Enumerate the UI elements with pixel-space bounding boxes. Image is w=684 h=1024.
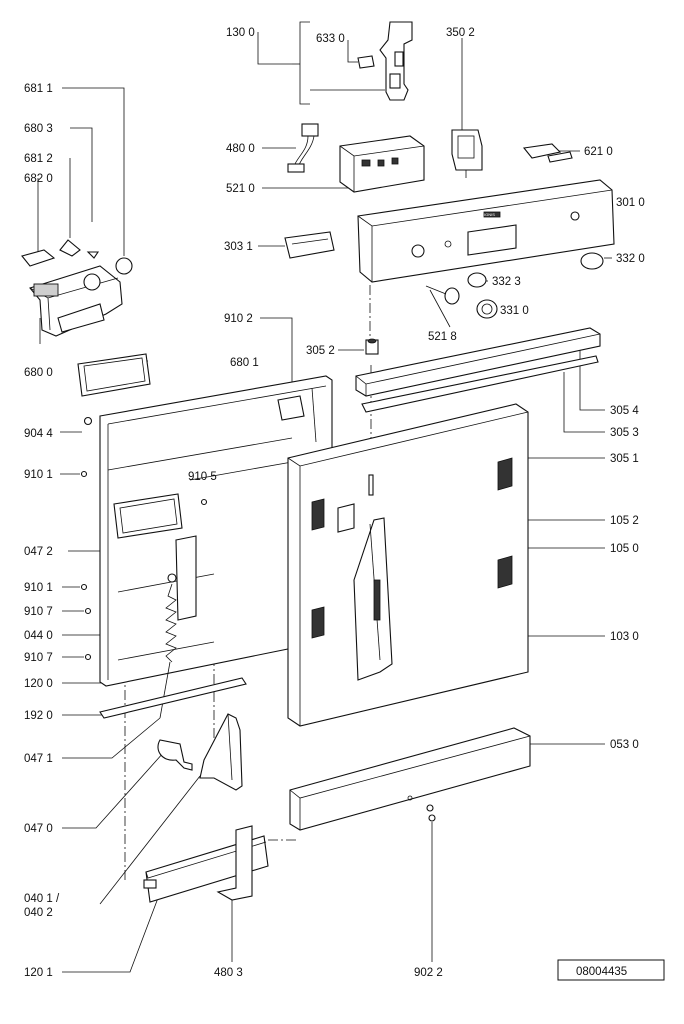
label-910-1-a: 910 1: [24, 469, 53, 481]
detergent-dispenser-handle: [284, 231, 335, 259]
outer-door-panel: [287, 403, 529, 727]
label-103-0: 103 0: [610, 631, 639, 643]
inner-door-panel: [80, 375, 333, 687]
label-332-3: 332 3: [492, 276, 521, 288]
label-303-1: 303 1: [224, 241, 253, 253]
dispenser-assembly: [21, 239, 133, 337]
label-331-0: 331 0: [500, 305, 529, 317]
label-105-2: 105 2: [610, 515, 639, 527]
label-681-2: 681 2: [24, 153, 53, 165]
label-192-0: 192 0: [24, 710, 53, 722]
label-910-7-b: 910 7: [24, 652, 53, 664]
hinge-block: [365, 338, 379, 355]
hinge-bracket: [199, 713, 243, 791]
control-panel-fascia: IGNIS: [357, 179, 615, 283]
door-spring: [159, 573, 177, 719]
label-301-0: 301 0: [616, 197, 645, 209]
label-680-3: 680 3: [24, 123, 53, 135]
label-521-8: 521 8: [428, 331, 457, 343]
drawing-number: 08004435: [576, 966, 627, 978]
label-120-0: 120 0: [24, 678, 53, 690]
door-trim-strips: [355, 327, 601, 413]
label-332-0: 332 0: [616, 253, 645, 265]
label-305-2: 305 2: [306, 345, 335, 357]
door-lock-assembly: [357, 21, 413, 101]
label-621-0: 621 0: [584, 146, 613, 158]
knobs: [425, 252, 604, 319]
label-480-3: 480 3: [214, 967, 243, 979]
label-904-4: 904 4: [24, 428, 53, 440]
spring-hook: [157, 739, 193, 771]
label-680-0: 680 0: [24, 367, 53, 379]
label-682-0: 682 0: [24, 173, 53, 185]
door-seal-strip: [99, 677, 247, 719]
panel-brand-text: IGNIS: [484, 212, 495, 217]
part-number-labels: 130 0 633 0 350 2 681 1 680 3 681 2 682 …: [24, 27, 645, 979]
label-047-0: 047 0: [24, 823, 53, 835]
selector-switch: [451, 129, 483, 178]
label-305-1: 305 1: [610, 453, 639, 465]
label-120-1: 120 1: [24, 967, 53, 979]
label-040-1: 040 1 /: [24, 893, 60, 905]
indicator-light-board: [522, 143, 573, 163]
drawing-number-box: 08004435: [557, 959, 665, 981]
label-305-3: 305 3: [610, 427, 639, 439]
label-910-1-b: 910 1: [24, 582, 53, 594]
bottom-rail: [289, 727, 531, 831]
label-105-0: 105 0: [610, 543, 639, 555]
electronic-control-module: [339, 135, 425, 193]
label-680-1: 680 1: [230, 357, 259, 369]
wiring-harness: [287, 123, 319, 173]
label-305-4: 305 4: [610, 405, 639, 417]
label-130-0: 130 0: [226, 27, 255, 39]
label-480-0: 480 0: [226, 143, 255, 155]
label-040-2: 040 2: [24, 907, 53, 919]
label-047-2: 047 2: [24, 546, 53, 558]
label-053-0: 053 0: [610, 739, 639, 751]
label-681-1: 681 1: [24, 83, 53, 95]
label-910-5: 910 5: [188, 471, 217, 483]
label-047-1: 047 1: [24, 753, 53, 765]
label-910-2: 910 2: [224, 313, 253, 325]
door-bracket: [216, 825, 253, 901]
label-350-2: 350 2: [446, 27, 475, 39]
label-910-7-a: 910 7: [24, 606, 53, 618]
dispenser-gasket: [77, 353, 151, 397]
label-521-0: 521 0: [226, 183, 255, 195]
label-902-2: 902 2: [414, 967, 443, 979]
label-633-0: 633 0: [316, 33, 345, 45]
label-044-0: 044 0: [24, 630, 53, 642]
